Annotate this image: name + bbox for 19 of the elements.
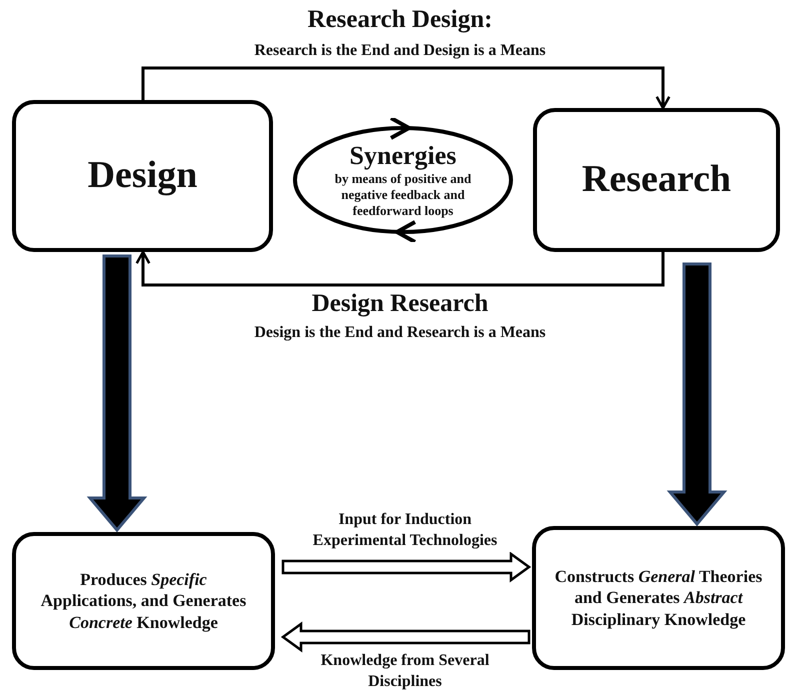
box-text: Produces Specific Applications, and Generates Concrete Knowledge [40, 569, 248, 633]
subtitle: Design is the End and Research is a Means [254, 324, 546, 342]
box-text: by means of positive and negative feedback and feedforward loops [334, 170, 472, 220]
rounded-box [533, 108, 780, 252]
block-arrow [86, 254, 148, 532]
block-arrow [666, 262, 728, 526]
rounded-box [12, 532, 275, 670]
rounded-box [12, 100, 273, 252]
subtitle: Research is the End and Design is a Means [254, 42, 546, 60]
box-title: Synergies [350, 140, 456, 171]
cycle-ellipse [292, 118, 514, 242]
box-title: Design [88, 154, 198, 198]
hollow-arrow [280, 622, 530, 652]
arrow [142, 66, 670, 110]
box-text: Constructs General Theories and Generates Abstract Disciplinary Knowledge [554, 566, 764, 630]
box-title: Research [582, 158, 732, 202]
hollow-arrow [282, 552, 532, 582]
rounded-box [532, 526, 785, 670]
arrow [136, 250, 664, 286]
